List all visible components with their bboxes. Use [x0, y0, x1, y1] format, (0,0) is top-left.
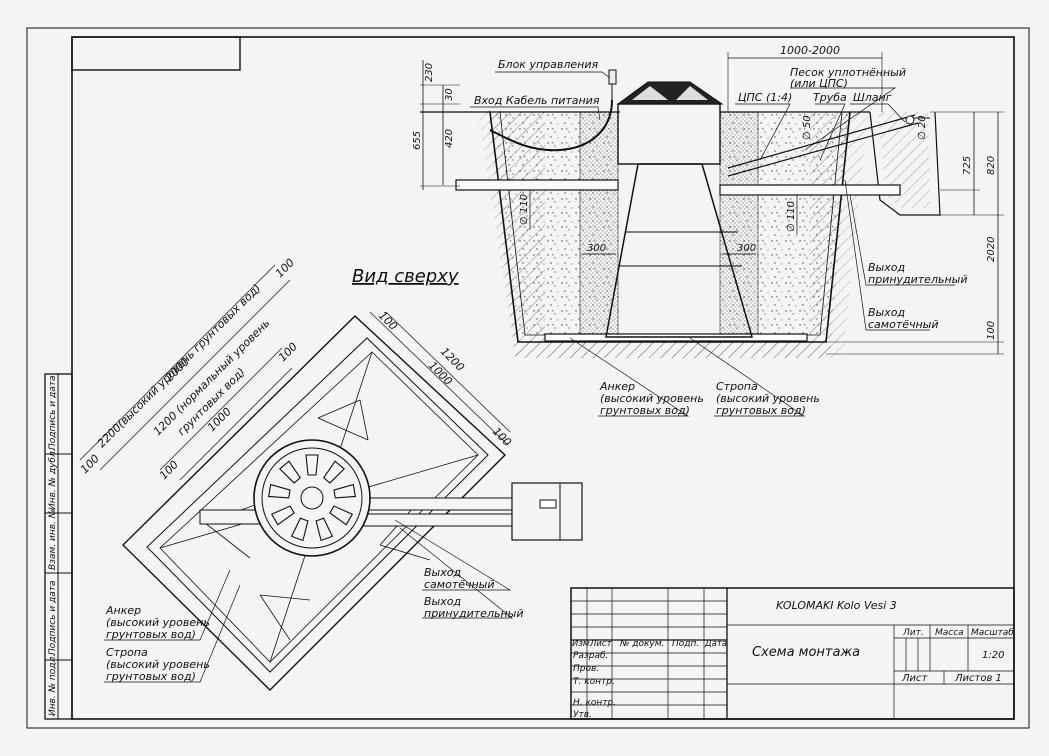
tb-row-nkontr: Н. контр.	[573, 698, 616, 708]
label-sling-3: грунтовых вод)	[716, 404, 806, 417]
dim-width-range: 1000-2000	[780, 44, 840, 57]
label-hose: Шланг	[853, 91, 892, 104]
dim-pipe110-left: ∅ 110	[519, 194, 530, 225]
plan-gravity-out-2: самотёчный	[424, 578, 495, 591]
plan-anchor-1: Анкер	[105, 604, 141, 617]
dim-420: 420	[444, 129, 455, 148]
tb-col-izm: Изм.	[572, 639, 592, 649]
side-stamp: Инв. № подл. Подпись и дата Взам. инв. №…	[44, 373, 73, 720]
outer-frame	[26, 27, 1030, 729]
tb-lit: Лит.	[902, 628, 924, 638]
dim-100: 100	[986, 321, 997, 340]
stamp-sign-date-1: Подпись и дата	[48, 580, 58, 655]
tb-col-date: Дата	[704, 639, 727, 649]
label-sand-1: Песок уплотнённый	[790, 66, 906, 79]
dim-30: 30	[444, 88, 455, 101]
tb-sheet: Лист	[901, 673, 929, 684]
tb-product: KOLOMAKI Kolo Vesi 3	[776, 599, 897, 612]
plan-forced-out-1: Выход	[424, 595, 461, 608]
tb-sheets: Листов 1	[954, 673, 1002, 684]
label-gravity-out-1: Выход	[868, 306, 905, 319]
dim-2020: 2020	[986, 237, 997, 262]
dim-plan-100-c: 100	[276, 340, 300, 364]
label-cps: ЦПС (1:4)	[738, 91, 792, 104]
tb-col-doc: № докум.	[619, 639, 664, 649]
label-sling-2: (высокий уровень	[716, 392, 820, 405]
stamp-vzam: Взам. инв. №	[48, 509, 58, 570]
plan-gravity-out-1: Выход	[424, 566, 461, 579]
plan-anchor-2: (высокий уровень	[106, 616, 210, 629]
label-forced-out-1: Выход	[868, 261, 905, 274]
tb-row-razrab: Разраб.	[573, 651, 608, 661]
dim-725: 725	[962, 156, 973, 175]
view-top-title: Вид сверху	[352, 266, 459, 287]
stamp-inv-podl: Инв. № подл.	[48, 654, 58, 716]
plan-forced-out-2: принудительный	[424, 607, 524, 620]
dim-300-left: 300	[587, 243, 606, 254]
dim-300-right: 300	[737, 243, 756, 254]
label-sling-1: Стропа	[716, 380, 758, 393]
label-forced-out-2: принудительный	[868, 273, 968, 286]
plan-sling-2: (высокий уровень	[106, 658, 210, 671]
dim-820: 820	[986, 156, 997, 175]
plan-sling-1: Стропа	[106, 646, 148, 659]
dim-plan-100-d: 100	[157, 458, 181, 482]
tb-scale: 1:20	[982, 650, 1004, 661]
stamp-inv-dubl: Инв. № дубл.	[48, 448, 58, 510]
label-anchor-3: грунтовых вод)	[600, 404, 690, 417]
label-sand-2: (или ЦПС)	[790, 77, 848, 90]
dim-plan-100-f: 100	[490, 425, 514, 449]
tb-row-tkontr: Т. контр.	[573, 677, 615, 687]
label-cable-input: Вход Кабель питания	[474, 94, 600, 107]
dim-pipe20: ∅ 20	[917, 115, 928, 140]
label-gravity-out-2: самотёчный	[868, 318, 939, 331]
plan-sling-3: грунтовых вод)	[106, 670, 196, 683]
top-stamp-box	[71, 36, 241, 71]
title-block: KOLOMAKI Kolo Vesi 3 Схема монтажа Изм. …	[570, 587, 1015, 720]
dim-plan-100-a: 100	[273, 256, 297, 280]
label-control-block: Блок управления	[498, 58, 598, 71]
tb-row-prov: Пров.	[573, 664, 599, 674]
stamp-sign-date-2: Подпись и дата	[48, 375, 58, 450]
dim-230: 230	[424, 63, 435, 82]
dim-655: 655	[412, 131, 423, 150]
tb-mass: Масса	[935, 628, 964, 638]
tb-row-utv: Утв.	[573, 710, 592, 720]
plan-view: Вид сверху	[78, 256, 583, 691]
tb-doc-title: Схема монтажа	[752, 645, 860, 660]
dim-pipe50: ∅ 50	[802, 115, 813, 140]
tb-col-list: Лист	[589, 639, 613, 649]
tb-col-sign: Подп.	[672, 639, 699, 649]
section-view: Блок управления Вход Кабель питания Песо…	[412, 44, 1004, 417]
label-pipe: Труба	[813, 91, 847, 104]
dim-plan-100-e: 100	[376, 309, 400, 333]
dim-pipe110-right: ∅ 110	[786, 201, 797, 232]
label-anchor-2: (высокий уровень	[600, 392, 704, 405]
dim-plan-100-b: 100	[78, 452, 102, 476]
plan-anchor-3: грунтовых вод)	[106, 628, 196, 641]
label-anchor-1: Анкер	[599, 380, 635, 393]
tb-scale-label: Масштаб	[971, 628, 1014, 638]
